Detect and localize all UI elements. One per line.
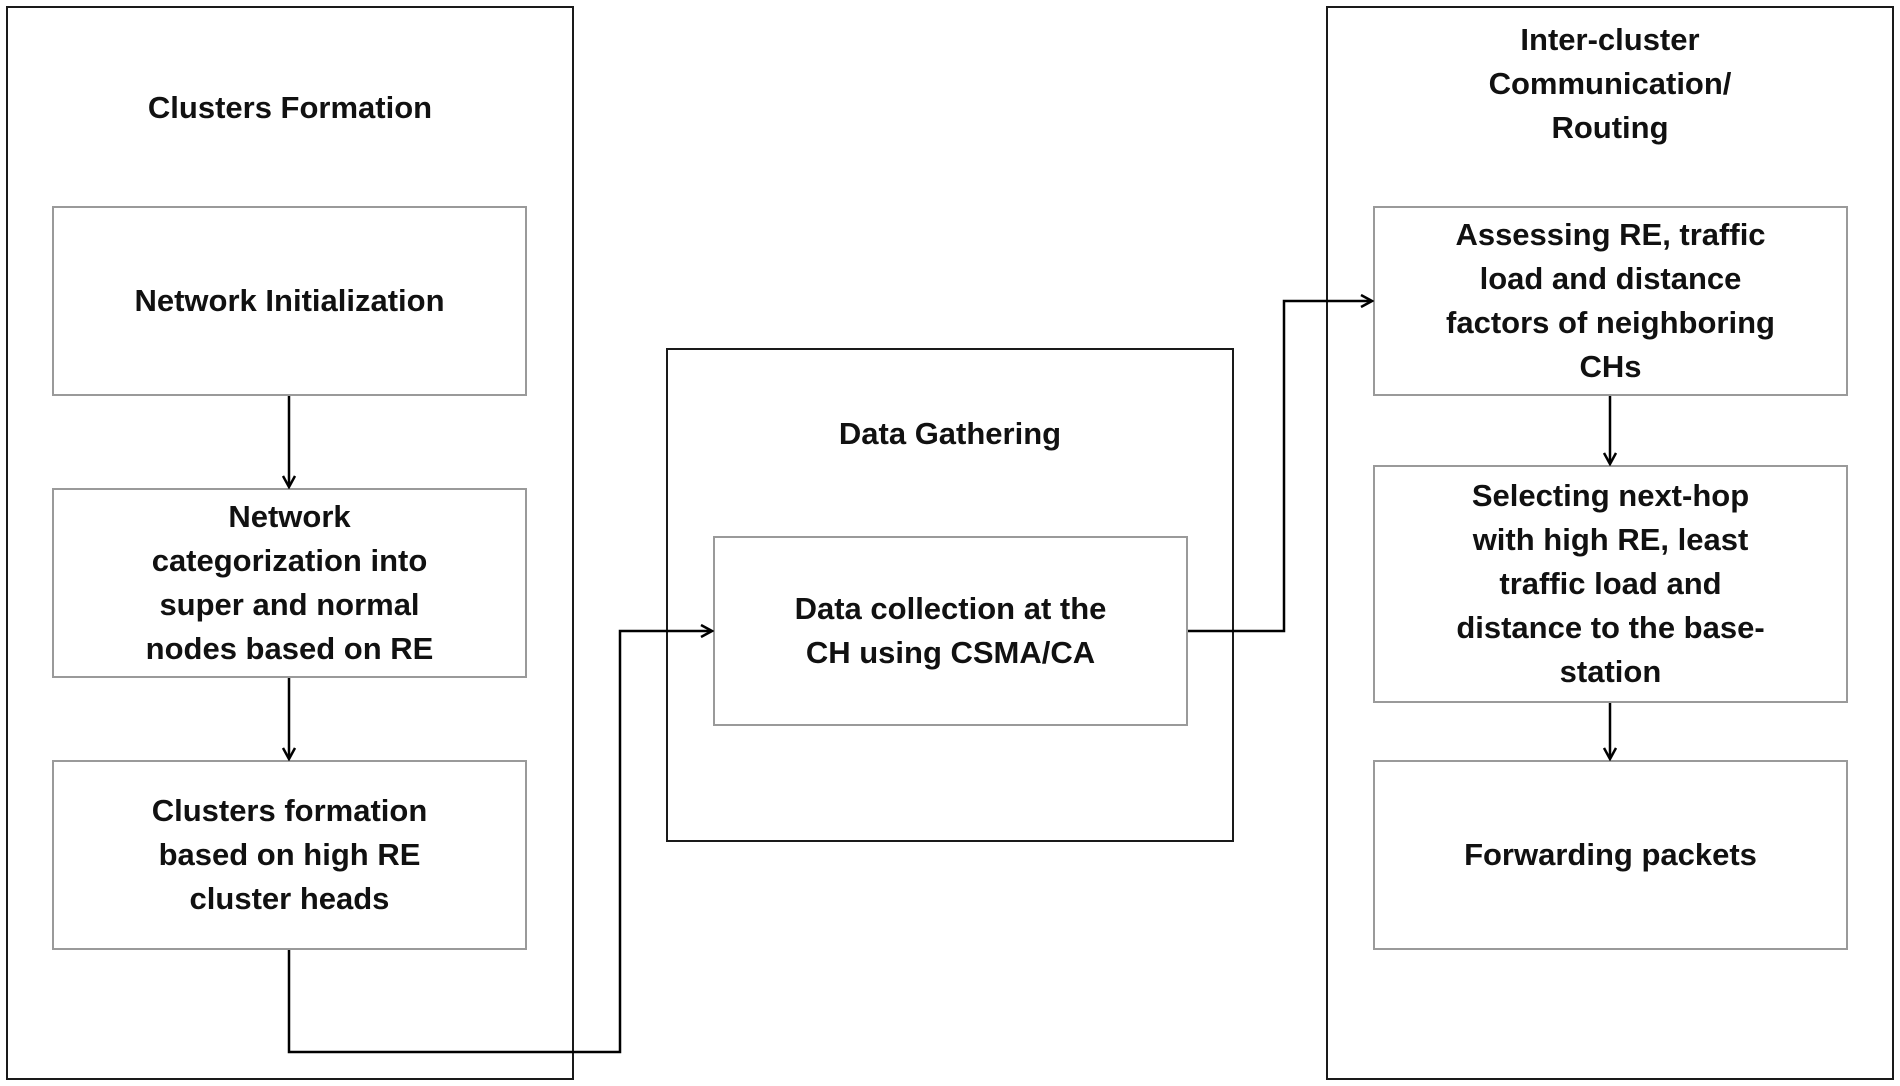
step-clusters-formation: Clusters formation based on high RE clus… <box>52 760 527 950</box>
panel-title-data-gathering: Data Gathering <box>838 416 1062 451</box>
step-network-categorization: Network categorization into super and no… <box>52 488 527 678</box>
panel-title-clusters-formation: Clusters Formation <box>147 90 433 125</box>
step-network-initialization: Network Initialization <box>52 206 527 396</box>
step-selecting-next-hop: Selecting next-hop with high RE, least t… <box>1373 465 1848 703</box>
panel-title-inter-cluster-routing: Inter-cluster Communication/ Routing <box>1488 22 1732 145</box>
step-assessing-neighbors: Assessing RE, traffic load and distance … <box>1373 206 1848 396</box>
step-data-collection: Data collection at the CH using CSMA/CA <box>713 536 1188 726</box>
step-forwarding-packets: Forwarding packets <box>1373 760 1848 950</box>
